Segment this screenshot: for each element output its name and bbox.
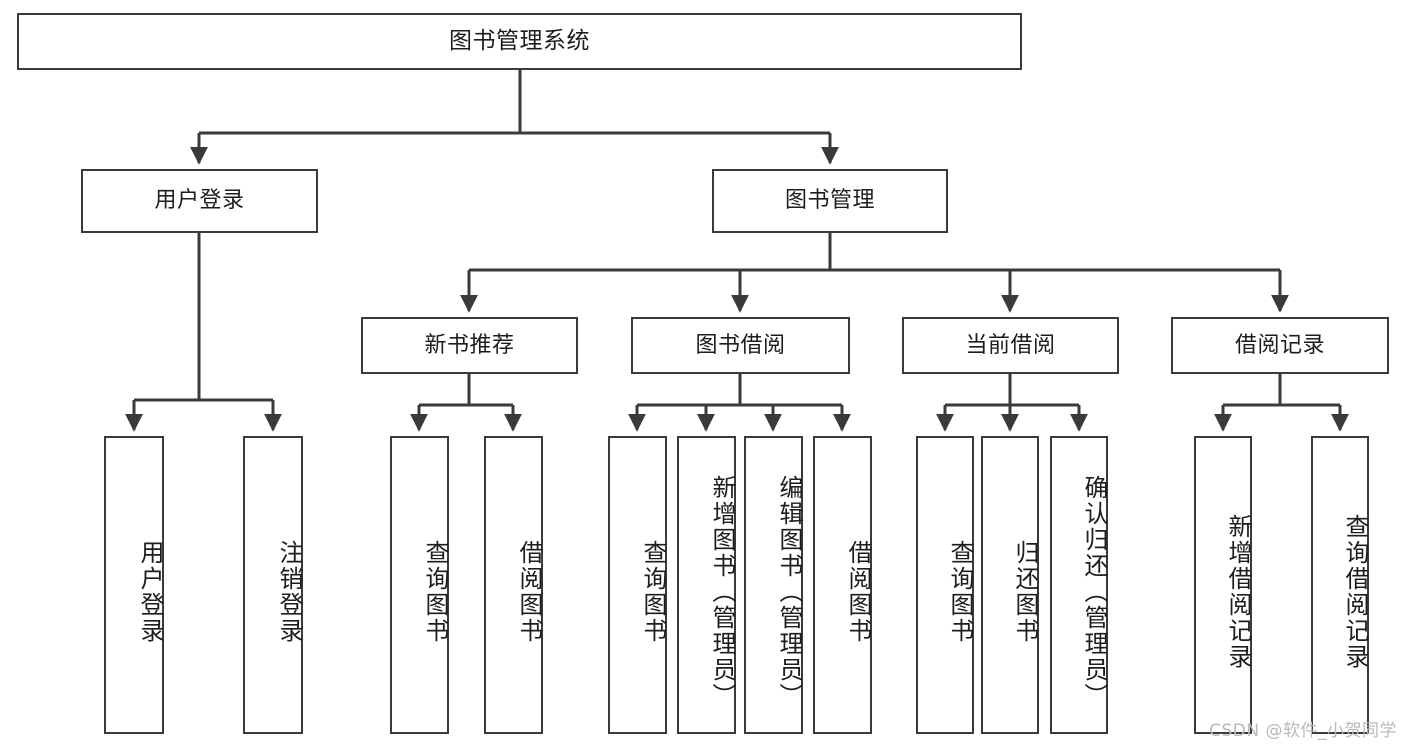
- leaf-confirm-return-admin[interactable]: 确认归还（管理员）: [1050, 436, 1108, 734]
- leaf-query-book-recommend[interactable]: 查询图书: [390, 436, 449, 734]
- node-label: 确认归还（管理员）: [1080, 475, 1108, 709]
- node-label: 注销登录: [275, 540, 303, 644]
- node-current-borrow[interactable]: 当前借阅: [902, 317, 1119, 374]
- node-label: 新增借阅记录: [1224, 514, 1252, 670]
- node-label: 图书借阅: [695, 332, 786, 358]
- leaf-borrow-book-recommend[interactable]: 借阅图书: [484, 436, 543, 734]
- node-label: 图书管理: [784, 188, 875, 214]
- node-label: 归还图书: [1011, 540, 1039, 644]
- node-book-management[interactable]: 图书管理: [712, 169, 948, 233]
- node-label: 借阅图书: [844, 540, 872, 644]
- leaf-logout-login[interactable]: 注销登录: [243, 436, 303, 734]
- leaf-query-book-borrow[interactable]: 查询图书: [608, 436, 667, 734]
- watermark-text: CSDN @软件_小贺同学: [1209, 721, 1397, 741]
- node-label: 当前借阅: [965, 332, 1056, 358]
- node-user-login[interactable]: 用户登录: [81, 169, 318, 233]
- leaf-query-book-current[interactable]: 查询图书: [916, 436, 974, 734]
- leaf-user-login[interactable]: 用户登录: [104, 436, 164, 734]
- node-label: 查询图书: [946, 540, 974, 644]
- leaf-return-book[interactable]: 归还图书: [981, 436, 1039, 734]
- leaf-edit-book-admin[interactable]: 编辑图书（管理员）: [744, 436, 803, 734]
- node-root-system[interactable]: 图书管理系统: [17, 13, 1022, 70]
- node-label: 借阅图书: [515, 540, 543, 644]
- node-label: 新书推荐: [424, 332, 515, 358]
- node-label: 用户登录: [154, 188, 245, 214]
- node-book-borrow[interactable]: 图书借阅: [631, 317, 850, 374]
- node-label: 查询借阅记录: [1341, 514, 1369, 670]
- leaf-borrow-book[interactable]: 借阅图书: [813, 436, 872, 734]
- leaf-query-borrow-record[interactable]: 查询借阅记录: [1311, 436, 1369, 734]
- node-label: 查询图书: [421, 540, 449, 644]
- node-label: 图书管理系统: [449, 27, 590, 54]
- node-label: 用户登录: [136, 540, 164, 644]
- leaf-add-borrow-record[interactable]: 新增借阅记录: [1194, 436, 1252, 734]
- node-borrow-record[interactable]: 借阅记录: [1171, 317, 1389, 374]
- node-label: 查询图书: [639, 540, 667, 644]
- node-label: 借阅记录: [1234, 332, 1325, 358]
- node-label: 编辑图书（管理员）: [775, 475, 803, 709]
- leaf-add-book-admin[interactable]: 新增图书（管理员）: [677, 436, 736, 734]
- node-label: 新增图书（管理员）: [708, 475, 736, 709]
- node-new-book-recommend[interactable]: 新书推荐: [361, 317, 578, 374]
